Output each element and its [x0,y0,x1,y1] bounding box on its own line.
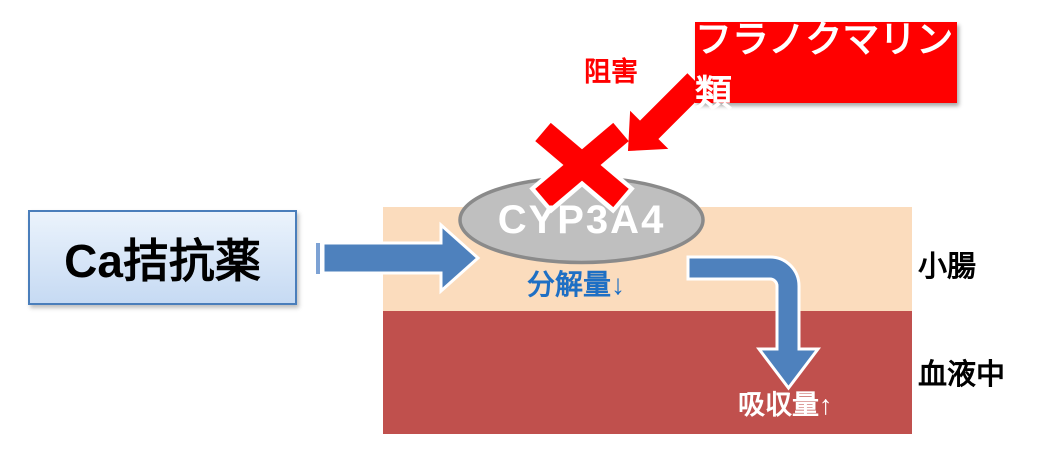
inhibition-label: 阻害 [584,57,638,87]
decomposition-label: 分解量↓ [527,269,626,300]
blood-band [383,311,912,434]
blood-label: 血液中 [918,359,1006,391]
drug-arrow-tail [316,243,320,274]
drug-arrow-icon [321,221,481,295]
absorption-label: 吸収量↑ [738,390,833,420]
x-mark-icon [529,116,635,214]
absorption-arrow-icon [686,255,822,391]
small-intestine-label: 小腸 [918,251,977,283]
enzyme-label: CYP3A4 [497,198,666,242]
ca-antagonist-label: Ca拮抗薬 [64,234,261,287]
ca-antagonist-box: Ca拮抗薬 [28,210,297,305]
furanocoumarin-box: フラノクマリン類 [695,19,957,114]
furanocoumarin-label: フラノクマリン類 [695,18,954,114]
inhibition-arrow-icon [628,73,706,151]
